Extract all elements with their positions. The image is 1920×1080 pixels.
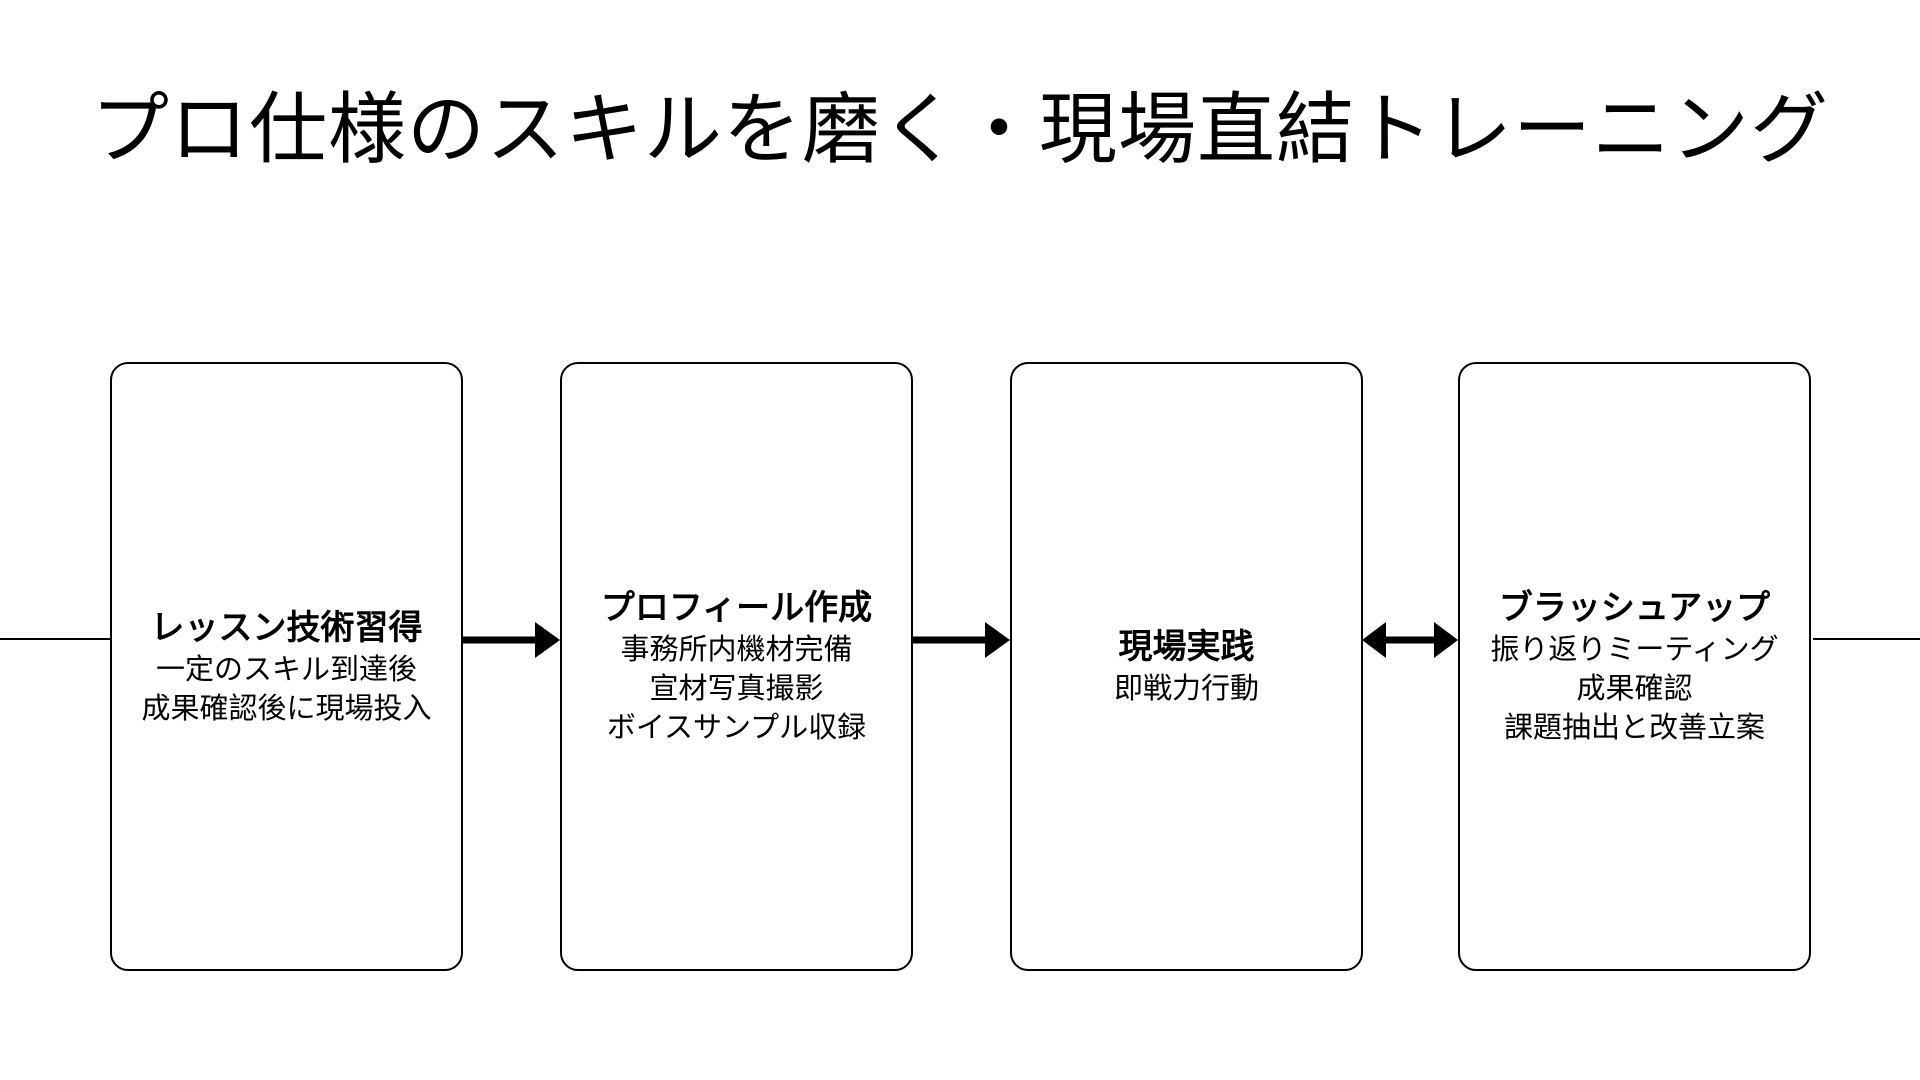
node-content: プロフィール作成 事務所内機材完備 宣材写真撮影 ボイスサンプル収録: [562, 585, 911, 748]
node-line: 成果確認後に現場投入: [141, 692, 432, 725]
edge-line-right: [1813, 638, 1920, 640]
node-title: ブラッシュアップ: [1498, 589, 1771, 627]
node-line: 成果確認: [1576, 673, 1693, 705]
node-title: 現場実践: [1118, 628, 1255, 666]
arrow-right-icon: [913, 622, 1010, 658]
node-line: 課題抽出と改善立案: [1503, 712, 1765, 744]
node-title: レッスン技術習得: [150, 608, 423, 647]
node-line: ボイスサンプル収録: [606, 712, 867, 744]
flow-node-step-4: ブラッシュアップ 振り返りミーティング 成果確認 課題抽出と改善立案: [1458, 362, 1811, 971]
node-content: 現場実践 即戦力行動: [1012, 624, 1361, 709]
double-arrow-icon: [1362, 622, 1458, 658]
flow-node-step-2: プロフィール作成 事務所内機材完備 宣材写真撮影 ボイスサンプル収録: [560, 362, 913, 971]
node-line: 事務所内機材完備: [620, 634, 853, 666]
node-content: レッスン技術習得 一定のスキル到達後 成果確認後に現場投入: [112, 605, 461, 729]
node-line: 宣材写真撮影: [649, 673, 824, 705]
node-title: プロフィール作成: [600, 589, 873, 627]
flow-node-step-3: 現場実践 即戦力行動: [1010, 362, 1363, 971]
node-content: ブラッシュアップ 振り返りミーティング 成果確認 課題抽出と改善立案: [1460, 585, 1809, 748]
edge-line-left: [0, 638, 110, 640]
flow-node-step-1: レッスン技術習得 一定のスキル到達後 成果確認後に現場投入: [110, 362, 463, 971]
page-title: プロ仕様のスキルを磨く・現場直結トレーニング: [90, 85, 1829, 173]
node-line: 振り返りミーティング: [1490, 634, 1779, 666]
node-line: 一定のスキル到達後: [155, 653, 417, 686]
node-line: 即戦力行動: [1113, 673, 1259, 705]
arrow-right-icon: [463, 622, 560, 658]
